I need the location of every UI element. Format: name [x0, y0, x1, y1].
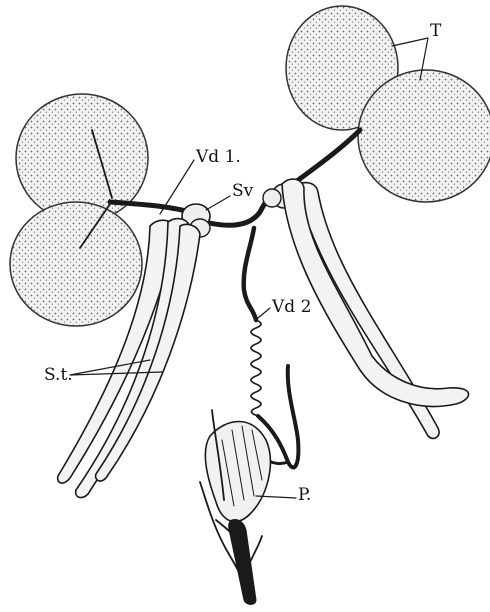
leader-sv: [206, 196, 230, 210]
testis-lobe-left-lower: [10, 202, 142, 326]
leader-vd2: [258, 308, 270, 318]
penis-organ: [200, 410, 270, 605]
label-seminal-vesicle: Sv: [232, 181, 254, 201]
label-spermathecal-tubes: S.t.: [44, 365, 73, 385]
seminal-vesicle-right-b: [263, 189, 281, 207]
coiled-duct: [251, 320, 261, 416]
testis-lobe-right-lower: [358, 70, 490, 202]
label-vas-deferens-1: Vd 1.: [195, 147, 241, 167]
label-vas-deferens-2: Vd 2: [271, 297, 311, 317]
left-testis: [10, 94, 148, 326]
label-testis: T: [430, 21, 442, 41]
right-testis: [286, 6, 490, 202]
label-penis: P.: [298, 485, 311, 505]
